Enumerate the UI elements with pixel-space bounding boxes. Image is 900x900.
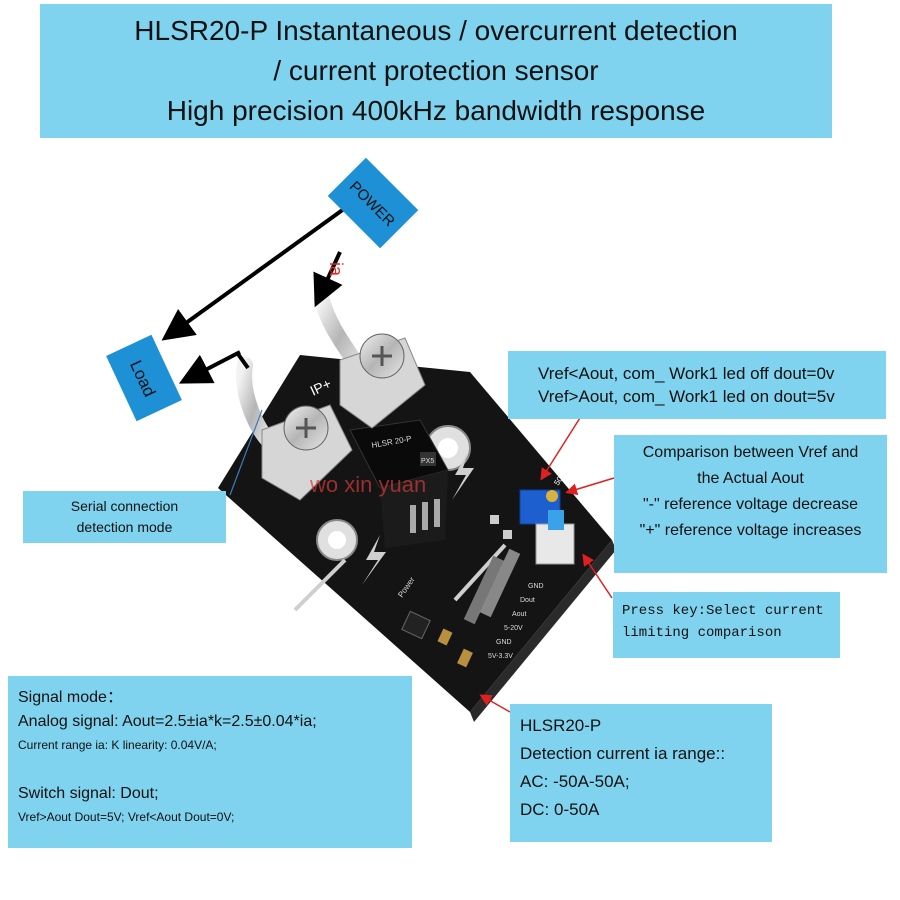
terminals: IP+ bbox=[236, 292, 426, 501]
hlsr-line-1: HLSR20-P bbox=[520, 716, 602, 735]
comparison-line-1: Comparison between Vref and bbox=[642, 444, 859, 461]
hlsr-line-2: Detection current ia range:: bbox=[520, 744, 726, 763]
signal-switch-detail: Vref>Aout Dout=5V; Vref<Aout Dout=0V; bbox=[18, 810, 235, 824]
serial-line-2: detection mode bbox=[76, 519, 173, 535]
chip-side-marking: PX5 bbox=[421, 458, 434, 465]
comparison-line-4: "+" reference voltage increases bbox=[639, 522, 862, 539]
watermark: wo xin yuan bbox=[309, 472, 426, 497]
pin-header bbox=[463, 548, 521, 625]
power-to-load-arrow bbox=[161, 204, 350, 341]
vref-line-2: Vref>Aout, com_ Work1 led on dout=5v bbox=[538, 387, 835, 406]
lightning-mark bbox=[452, 452, 474, 500]
capacitor bbox=[457, 648, 473, 668]
title-line-2: / current protection sensor bbox=[273, 55, 599, 86]
presskey-line-2: limiting comparison bbox=[622, 625, 782, 641]
presskey-info-box: Press key:Select current limiting compar… bbox=[613, 592, 840, 658]
title-line-1: HLSR20-P Instantaneous / overcurrent det… bbox=[134, 15, 738, 46]
pin-label: 5V-3.3V bbox=[488, 653, 513, 660]
current-path-arrows bbox=[161, 204, 350, 384]
vref-line-1: Vref<Aout, com_ Work1 led off dout=0v bbox=[538, 364, 835, 383]
terminal-to-load-arrow bbox=[178, 350, 241, 384]
power-to-terminal-arrow bbox=[313, 251, 343, 308]
serial-info-box: Serial connection detection mode bbox=[23, 491, 226, 543]
push-button-cap bbox=[548, 510, 564, 530]
potentiometer-screw bbox=[546, 490, 558, 502]
capacitor bbox=[437, 628, 453, 646]
mount-hole-center bbox=[328, 531, 346, 549]
power-box-bg bbox=[327, 157, 419, 249]
callout-arrows bbox=[229, 409, 615, 713]
smd-component bbox=[503, 530, 512, 539]
pcb-edge bbox=[470, 540, 616, 722]
mount-hole-center bbox=[438, 438, 458, 458]
chip-side-label-bg bbox=[420, 452, 436, 466]
screw-slot bbox=[296, 418, 316, 438]
lightning-mark bbox=[362, 535, 386, 585]
screw-slot bbox=[372, 346, 392, 366]
terminal-connector-line bbox=[236, 352, 250, 370]
push-button bbox=[535, 523, 575, 565]
hlsr-arrow bbox=[479, 694, 511, 713]
comparison-arrow bbox=[565, 477, 615, 496]
signal-heading: Signal mode： bbox=[18, 689, 123, 706]
pin-label: GND bbox=[528, 583, 544, 590]
header-labels: GND Dout Aout 5-20V GND 5V-3.3V bbox=[488, 583, 544, 660]
title-line-3: High precision 400kHz bandwidth response bbox=[166, 95, 706, 126]
pin-label: Aout bbox=[512, 611, 526, 618]
presskey-arrow bbox=[582, 553, 613, 599]
power-box: POWER bbox=[327, 157, 419, 249]
comparison-line-3: "-" reference voltage decrease bbox=[642, 496, 859, 513]
serial-arrow bbox=[229, 409, 263, 496]
signal-analog: Analog signal: Aout=2.5±ia*k=2.5±0.04*ia… bbox=[18, 713, 317, 730]
presskey-line-1: Press key:Select current bbox=[622, 603, 824, 619]
pin-label: GND bbox=[496, 639, 512, 646]
pin-label: 5-20V bbox=[504, 625, 523, 632]
comparison-line-2: the Actual Aout bbox=[697, 470, 804, 487]
smd-component bbox=[490, 515, 499, 524]
silk-line bbox=[293, 558, 347, 612]
comparison-info-box: Comparison between Vref and the Actual A… bbox=[614, 435, 887, 573]
signal-range: Current range ia: K linearity: 0.04V/A; bbox=[18, 738, 217, 752]
hlsr-line-3: AC: -50A-50A; bbox=[520, 772, 630, 791]
title-banner: HLSR20-P Instantaneous / overcurrent det… bbox=[40, 4, 832, 138]
serial-line-1: Serial connection bbox=[70, 498, 179, 514]
load-box: Load bbox=[106, 334, 182, 422]
hlsr-line-4: DC: 0-50A bbox=[520, 800, 600, 819]
chip-pins bbox=[410, 499, 440, 533]
current-label: ia bbox=[326, 262, 346, 277]
vref-info-box: Vref<Aout, com_ Work1 led off dout=0v Vr… bbox=[508, 351, 886, 419]
signal-switch: Switch signal: Dout; bbox=[18, 785, 159, 802]
vref-arrow bbox=[540, 409, 586, 481]
regulator-chip bbox=[401, 610, 431, 640]
hlsr-range-box: HLSR20-P Detection current ia range:: AC… bbox=[510, 704, 772, 842]
signal-mode-box: Signal mode： Analog signal: Aout=2.5±ia*… bbox=[8, 676, 412, 848]
silk-line bbox=[453, 543, 507, 602]
load-box-bg bbox=[106, 334, 182, 422]
pin-label: Dout bbox=[520, 597, 535, 604]
